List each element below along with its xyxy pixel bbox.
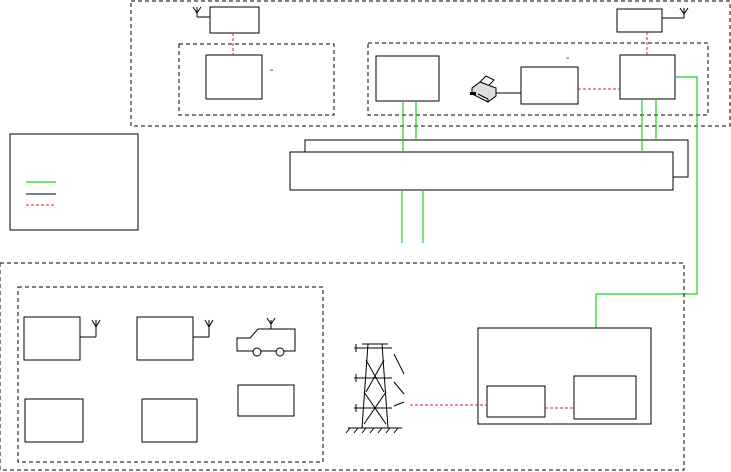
- top-left-group-frame: [178, 43, 335, 116]
- top-right-radio-unit: [616, 8, 663, 33]
- top-left-radio-unit: [209, 6, 260, 34]
- top-left-device: [205, 54, 263, 100]
- transmission-tower-icon: [345, 343, 405, 434]
- printer-icon: [470, 75, 497, 103]
- top-right-device-c: [619, 54, 676, 100]
- field-device-2: [136, 316, 194, 361]
- top-left-group-marker: -: [270, 65, 273, 76]
- top-right-device-a: [375, 55, 440, 102]
- station-radio-unit: [486, 385, 546, 418]
- top-region-frame: [130, 0, 731, 127]
- top-right-group-marker: -: [566, 53, 569, 64]
- station-main-unit: [573, 375, 637, 420]
- backbone-bar-front: [289, 151, 674, 191]
- antenna-icon: [80, 319, 101, 338]
- field-device-1: [23, 316, 81, 361]
- bottom-region-frame: [0, 262, 685, 471]
- top-right-device-b: [520, 66, 579, 105]
- antenna-icon: [193, 319, 214, 338]
- fiber-link-long: [595, 76, 698, 376]
- field-device-5: [237, 384, 295, 417]
- vehicle-icon: [236, 317, 296, 357]
- field-device-3: [24, 398, 84, 443]
- top-right-group-frame: [367, 42, 709, 116]
- field-device-4: [141, 398, 198, 443]
- antenna-icon: [192, 6, 210, 18]
- antenna-icon: [662, 7, 689, 19]
- bottom-left-group-frame: [17, 286, 324, 463]
